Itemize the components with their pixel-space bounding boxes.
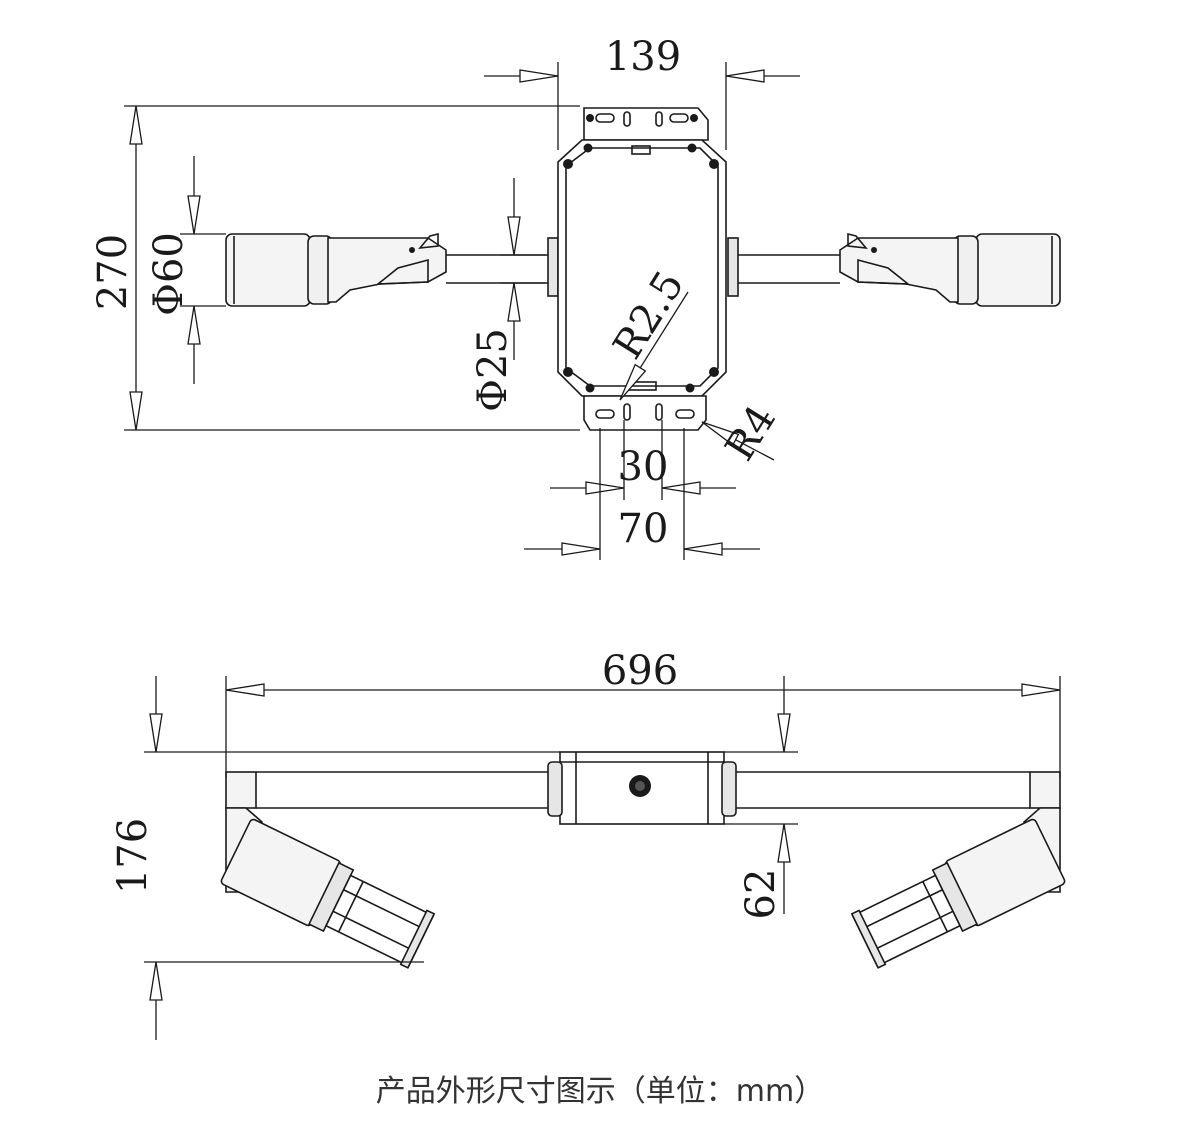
right-sensor-side xyxy=(850,771,1066,969)
technical-drawing: 139 270 Φ60 Φ25 R2.5 R4 30 70 xyxy=(90,34,1066,1040)
enclosure-top xyxy=(557,107,727,431)
dim-offset-62: 62 xyxy=(738,869,784,920)
left-arm-top xyxy=(225,232,559,307)
bottom-view xyxy=(220,751,1066,969)
right-arm-top xyxy=(727,232,1061,307)
dim-height-270: 270 xyxy=(90,234,136,310)
dim-diameter-60: Φ60 xyxy=(146,232,192,316)
top-view-dimensions xyxy=(124,62,800,560)
dim-diameter-25: Φ25 xyxy=(470,328,516,412)
dim-width-139: 139 xyxy=(605,34,681,80)
dim-spacing-30: 30 xyxy=(618,444,669,490)
dim-height-176: 176 xyxy=(110,818,156,894)
dim-width-70: 70 xyxy=(618,506,669,552)
figure-caption: 产品外形尺寸图示（单位：mm） xyxy=(375,1074,825,1109)
enclosure-side xyxy=(547,751,737,825)
top-view xyxy=(225,107,1061,431)
left-sensor-side xyxy=(220,771,436,969)
dim-radius-4: R4 xyxy=(717,397,785,469)
bottom-view-dimensions xyxy=(144,676,1061,1040)
dim-length-696: 696 xyxy=(602,648,678,694)
